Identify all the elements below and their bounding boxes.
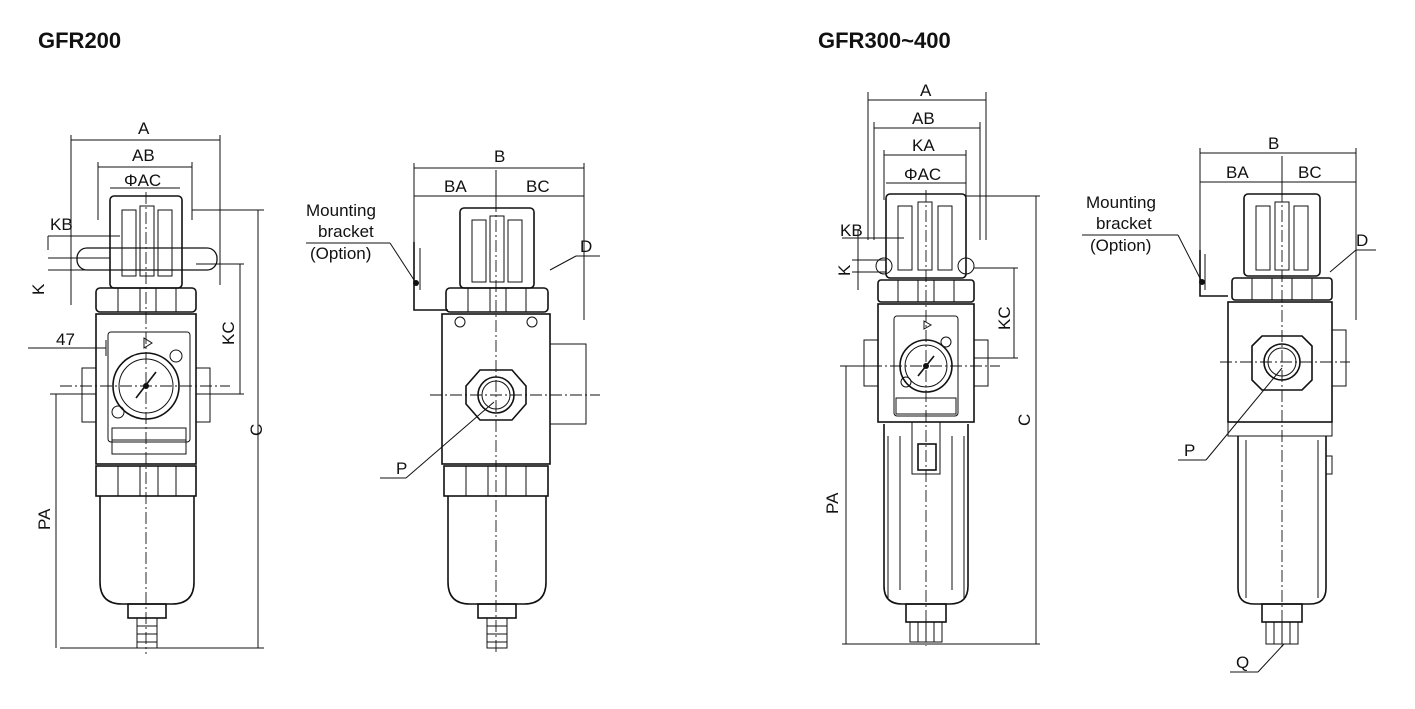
dim-bc2-label: BC	[1298, 163, 1322, 182]
dim-d-label: D	[580, 237, 592, 256]
mount-text-2: bracket	[318, 222, 374, 241]
dim-ba-label: BA	[444, 177, 467, 196]
dim-pa2-label: PA	[823, 492, 842, 514]
mount2-text-1: Mounting	[1086, 193, 1156, 212]
dim-pa-label: PA	[35, 508, 54, 530]
dim-c2-label: C	[1015, 414, 1034, 426]
dim-b-label: B	[494, 147, 505, 166]
dim-ba2-label: BA	[1226, 163, 1249, 182]
dim-q-label: Q	[1236, 653, 1249, 672]
dim-ac-label: ΦAC	[124, 171, 161, 190]
dim-ac2-label: ΦAC	[904, 165, 941, 184]
dim-47-label: 47	[56, 330, 75, 349]
dim-k2-label: K	[835, 264, 854, 276]
mount2-text-2: bracket	[1096, 214, 1152, 233]
mount2-text-3: (Option)	[1090, 236, 1151, 255]
dim-d2-label: D	[1356, 231, 1368, 250]
gfr200-front-view: A AB ΦAC KB K	[28, 119, 266, 654]
dim-k-label: K	[29, 283, 48, 295]
dim-ka-label: KA	[912, 136, 935, 155]
dim-b2-label: B	[1268, 134, 1279, 153]
gfr300-side-view: B BA BC Mounting bracket (Option) D	[1082, 134, 1376, 673]
dim-kb2-label: KB	[840, 221, 863, 240]
dim-kb-label: KB	[50, 215, 73, 234]
dim-p-label-2: P	[1184, 441, 1195, 460]
dim-c-label: C	[247, 424, 266, 436]
mount-text-3: (Option)	[310, 244, 371, 263]
title-gfr200: GFR200	[38, 28, 122, 53]
dim-a2-label: A	[920, 81, 932, 100]
dim-p-label-1: P	[396, 459, 407, 478]
dim-kc-label: KC	[219, 321, 238, 345]
dim-kc2-label: KC	[995, 306, 1014, 330]
gfr200-side-view: B BA BC Mounting bracket (Option) D	[306, 147, 600, 654]
dim-ab2-label: AB	[912, 109, 935, 128]
dim-ab-label: AB	[132, 146, 155, 165]
dim-bc-label: BC	[526, 177, 550, 196]
mount-text-1: Mounting	[306, 201, 376, 220]
dim-a-label: A	[138, 119, 150, 138]
gfr300-front-view: A AB KA ΦAC KB K	[823, 81, 1040, 646]
title-gfr300-400: GFR300~400	[818, 28, 951, 53]
